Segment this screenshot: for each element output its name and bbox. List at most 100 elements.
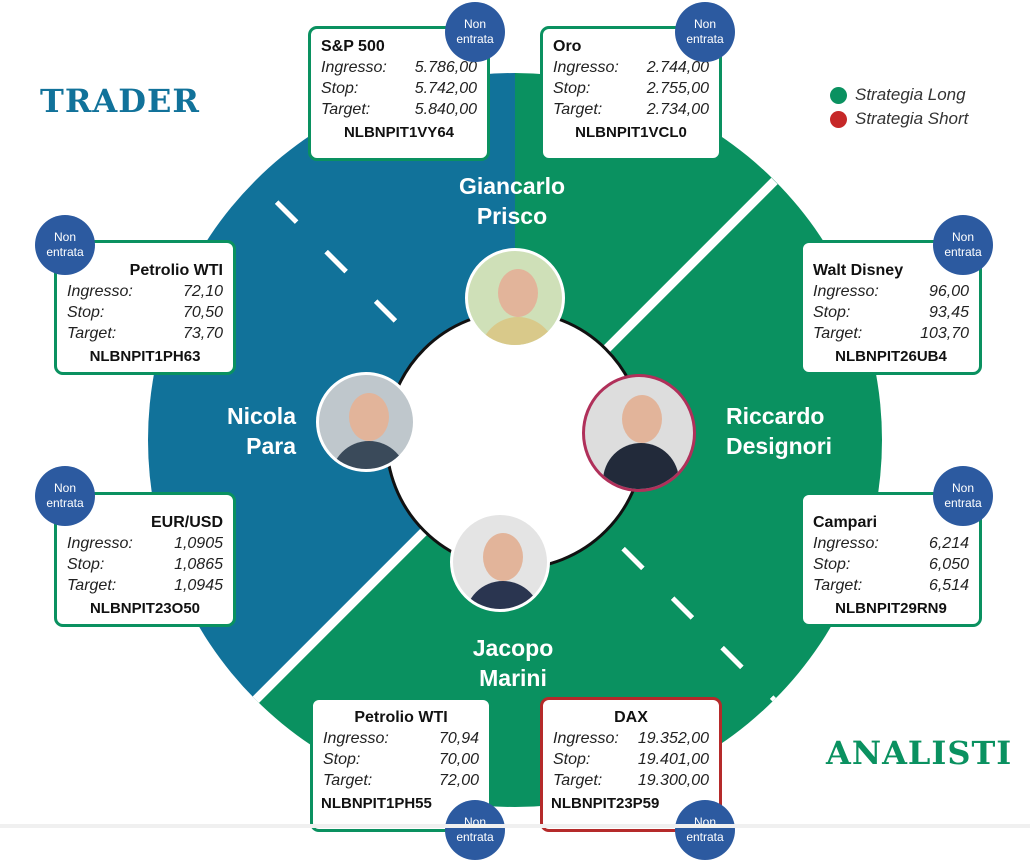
stop-row: Stop: 2.755,00 xyxy=(553,78,709,99)
footer-divider xyxy=(0,824,1030,828)
stop-row: Stop:5.742,00 xyxy=(321,78,477,99)
badge-line1: Non xyxy=(951,481,974,495)
short-dot-icon xyxy=(830,110,847,128)
stop-value: 70,50 xyxy=(182,304,223,321)
entry-value: 72,10 xyxy=(182,283,223,300)
stop-value: 70,00 xyxy=(438,751,479,768)
target-row: Target: 103,70 xyxy=(813,323,969,344)
stop-label: Stop: xyxy=(67,304,105,321)
entry-label: Ingresso: xyxy=(67,283,133,300)
entry-row: Ingresso: 1,0905 xyxy=(67,533,223,554)
badge-line1: Non xyxy=(463,17,486,31)
stop-value: 2.755,00 xyxy=(646,80,709,97)
trade-card: S&P 500 Ingresso:5.786,00 Stop:5.742,00 … xyxy=(308,26,490,161)
badge-line2: entrata xyxy=(944,496,982,510)
stop-label: Stop: xyxy=(553,751,591,768)
card-title: Petrolio WTI xyxy=(354,709,448,726)
product-code: NLBNPIT29RN9 xyxy=(835,600,947,617)
legend: Strategia Long Strategia Short xyxy=(830,83,968,131)
entry-row: Ingresso: 72,10 xyxy=(67,281,223,302)
entry-row: Ingresso:6,214 xyxy=(813,533,969,554)
target-label: Target: xyxy=(323,772,373,789)
entry-value: 5.786,00 xyxy=(414,59,477,76)
target-row: Target:6,514 xyxy=(813,575,969,596)
target-value: 2.734,00 xyxy=(646,101,709,118)
entry-row: Ingresso: 2.744,00 xyxy=(553,57,709,78)
stop-value: 93,45 xyxy=(928,304,969,321)
product-code: NLBNPIT23O50 xyxy=(89,600,201,617)
target-label: Target: xyxy=(813,325,863,342)
target-label: Target: xyxy=(553,772,603,789)
badge-line2: entrata xyxy=(456,830,494,844)
badge-line2: entrata xyxy=(686,830,724,844)
entry-row: Ingresso: 70,94 xyxy=(323,728,479,749)
target-value: 103,70 xyxy=(920,325,969,342)
stop-value: 1,0865 xyxy=(174,556,223,573)
entry-label: Ingresso: xyxy=(67,535,133,552)
entry-row: Ingresso: 96,00 xyxy=(813,281,969,302)
card-title: Campari xyxy=(813,514,878,531)
stop-row: Stop:6,050 xyxy=(813,554,969,575)
product-code: NLBNPIT26UB4 xyxy=(835,348,947,365)
stop-value: 6,050 xyxy=(928,556,969,573)
entry-label: Ingresso: xyxy=(553,730,619,747)
card-title: Petrolio WTI xyxy=(129,262,223,279)
entry-value: 96,00 xyxy=(928,283,969,300)
product-code: NLBNPIT1PH55 xyxy=(321,795,432,812)
stop-row: Stop: 93,45 xyxy=(813,302,969,323)
stop-label: Stop: xyxy=(321,80,359,97)
target-label: Target: xyxy=(553,101,603,118)
avatar-marini xyxy=(450,512,550,612)
analisti-logo: ANALISTI xyxy=(826,734,1013,772)
target-label: Target: xyxy=(67,577,117,594)
legend-short-label: Strategia Short xyxy=(855,109,969,128)
avatar-para xyxy=(316,372,416,472)
badge-line2: entrata xyxy=(686,32,724,46)
stop-row: Stop:1,0865 xyxy=(67,554,223,575)
target-value: 72,00 xyxy=(438,772,479,789)
stop-value: 19.401,00 xyxy=(637,751,709,768)
stop-label: Stop: xyxy=(813,304,851,321)
product-code: NLBNPIT1PH63 xyxy=(89,348,201,365)
avatar-prisco xyxy=(465,248,565,348)
entry-value: 70,94 xyxy=(438,730,479,747)
entry-label: Ingresso: xyxy=(813,283,879,300)
trade-card: DAX Ingresso: 19.352,00 Stop: 19.401,00 Ta… xyxy=(540,697,722,832)
card-title: DAX xyxy=(614,709,648,726)
avatar-designori xyxy=(582,374,696,492)
card-title: S&P 500 xyxy=(321,38,385,55)
entry-value: 2.744,00 xyxy=(646,59,709,76)
target-label: Target: xyxy=(321,101,371,118)
product-code: NLBNPIT23P59 xyxy=(551,795,660,812)
target-value: 19.300,00 xyxy=(637,772,709,789)
entry-value: 1,0905 xyxy=(174,535,223,552)
stop-label: Stop: xyxy=(323,751,361,768)
entry-value: 19.352,00 xyxy=(637,730,709,747)
badge-line1: Non xyxy=(951,230,974,244)
target-row: Target: 72,00 xyxy=(323,770,479,791)
entry-label: Ingresso: xyxy=(321,59,387,76)
badge-line1: Non xyxy=(693,17,716,31)
target-value: 6,514 xyxy=(928,577,969,594)
product-code: NLBNPIT1VY64 xyxy=(343,124,455,141)
stop-label: Stop: xyxy=(553,80,591,97)
legend-short: Strategia Short xyxy=(830,107,968,131)
entry-label: Ingresso: xyxy=(813,535,879,552)
badge-line1: Non xyxy=(53,230,76,244)
long-dot-icon xyxy=(830,86,847,104)
entry-label: Ingresso: xyxy=(553,59,619,76)
badge-line2: entrata xyxy=(46,496,84,510)
target-label: Target: xyxy=(67,325,117,342)
trade-card: Walt Disney Ingresso:96,00 Stop:93,45 Ta… xyxy=(800,240,982,375)
stop-row: Stop: 70,50 xyxy=(67,302,223,323)
target-value: 5.840,00 xyxy=(414,101,477,118)
entry-label: Ingresso: xyxy=(323,730,389,747)
